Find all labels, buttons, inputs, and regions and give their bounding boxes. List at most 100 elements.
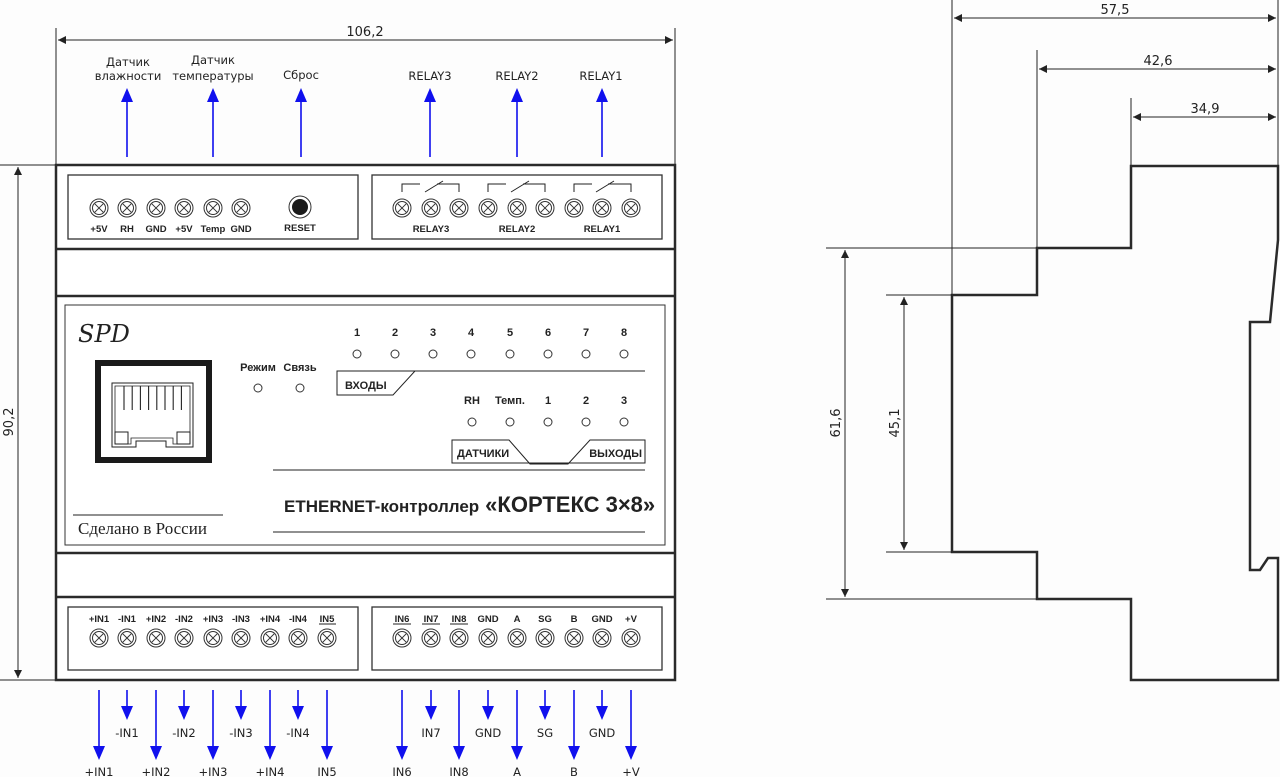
- annotation-temperature-line2: температуры: [172, 69, 253, 83]
- terminal-screw[interactable]: [535, 628, 555, 648]
- dim-height-label: 90,2: [2, 408, 17, 437]
- input-number-label: 8: [621, 327, 627, 339]
- link-label: Связь: [283, 362, 316, 374]
- terminal-label: +IN3: [203, 614, 223, 625]
- input-led: [352, 349, 362, 359]
- dim-width-label: 106,2: [346, 25, 383, 40]
- terminal-screw[interactable]: [449, 198, 469, 218]
- terminal-screw[interactable]: [621, 628, 641, 648]
- outputs-tag: ВЫХОДЫ: [589, 448, 642, 460]
- annotation-label: IN8: [449, 765, 468, 777]
- annotation-label: +V: [622, 765, 640, 777]
- arrow-up-head: [511, 88, 523, 102]
- terminal-screw[interactable]: [117, 628, 137, 648]
- terminal-label: IN8: [452, 614, 467, 625]
- terminal-screw[interactable]: [203, 628, 223, 648]
- terminal-label: SG: [538, 614, 552, 625]
- top-right-terminal-block: [371, 174, 663, 240]
- reset-label: RESET: [284, 223, 316, 234]
- terminal-screw[interactable]: [392, 628, 412, 648]
- terminal-label: +5V: [90, 224, 108, 235]
- terminal-screw[interactable]: [231, 628, 251, 648]
- side-profile: [950, 164, 1280, 682]
- terminal-screw[interactable]: [535, 198, 555, 218]
- input-number-label: 3: [430, 327, 436, 339]
- top-annotations: Датчик влажности Датчик температуры Сбро…: [95, 53, 623, 157]
- terminal-screw[interactable]: [260, 628, 280, 648]
- mode-led: [253, 383, 263, 393]
- terminal-screw[interactable]: [421, 628, 441, 648]
- terminal-screw[interactable]: [592, 628, 612, 648]
- terminal-screw[interactable]: [392, 198, 412, 218]
- terminal-screw[interactable]: [507, 198, 527, 218]
- input-led: [428, 349, 438, 359]
- terminal-screw[interactable]: [478, 198, 498, 218]
- terminal-label: GND: [591, 614, 612, 625]
- product-title-name: «КОРТЕКС 3×8»: [485, 492, 655, 517]
- arrow-down-head: [150, 746, 162, 760]
- spd-logo: SPD: [78, 320, 130, 348]
- arrow-down-head: [625, 746, 637, 760]
- terminal-screw[interactable]: [89, 198, 109, 218]
- annotation-label: IN5: [317, 765, 336, 777]
- annotation-label: -IN3: [229, 726, 252, 740]
- reset-button[interactable]: [288, 195, 312, 219]
- terminal-screw[interactable]: [146, 198, 166, 218]
- dim-depth-mid: 42,6: [1144, 54, 1173, 69]
- terminal-screw[interactable]: [89, 628, 109, 648]
- mode-label: Режим: [240, 362, 276, 374]
- sensor-label: Темп.: [495, 395, 525, 407]
- made-in-russia: Сделано в России: [78, 519, 207, 538]
- terminal-screw[interactable]: [621, 198, 641, 218]
- arrow-down-head: [178, 706, 190, 720]
- annotation-label: GND: [475, 726, 502, 740]
- terminal-label: +IN1: [89, 614, 110, 625]
- annotation-temperature-line1: Датчик: [191, 53, 235, 67]
- arrow-down-head: [511, 746, 523, 760]
- terminal-label: GND: [230, 224, 251, 235]
- relay-label: RELAY3: [413, 224, 450, 235]
- relay-switch-symbol: [510, 180, 546, 193]
- terminal-label: RH: [120, 224, 134, 235]
- dim-height-front: 45,1: [888, 409, 903, 438]
- annotation-label: +IN4: [256, 765, 285, 777]
- input-number-label: 5: [507, 327, 513, 339]
- arrow-up-head: [424, 88, 436, 102]
- output-led: [543, 417, 553, 427]
- terminal-screw[interactable]: [317, 628, 337, 648]
- terminal-screw[interactable]: [231, 198, 251, 218]
- terminal-label: Temp: [201, 224, 226, 235]
- input-number-label: 1: [354, 327, 360, 339]
- annotation-label: +IN3: [199, 765, 228, 777]
- product-title: ETHERNET-контроллер«КОРТЕКС 3×8»: [284, 492, 655, 517]
- terminal-screw[interactable]: [117, 198, 137, 218]
- terminal-screw[interactable]: [174, 628, 194, 648]
- side-view: 57,5 42,6 34,9 61,6 45,1: [826, 0, 1280, 682]
- annotation-label: B: [570, 765, 578, 777]
- arrow-down-head: [264, 746, 276, 760]
- relay-label: RELAY1: [584, 224, 621, 235]
- annotation-label: -IN1: [115, 726, 138, 740]
- terminal-label: -IN4: [289, 614, 308, 625]
- arrow-up-head: [295, 88, 307, 102]
- terminal-screw[interactable]: [592, 198, 612, 218]
- arrow-down-head: [568, 746, 580, 760]
- terminal-screw[interactable]: [203, 198, 223, 218]
- terminal-screw[interactable]: [478, 628, 498, 648]
- terminal-screw[interactable]: [564, 198, 584, 218]
- arrow-up-head: [596, 88, 608, 102]
- ethernet-port[interactable]: [95, 360, 212, 463]
- terminal-screw[interactable]: [564, 628, 584, 648]
- terminal-screw[interactable]: [174, 198, 194, 218]
- terminal-screw[interactable]: [449, 628, 469, 648]
- terminal-screw[interactable]: [146, 628, 166, 648]
- arrow-down-head: [292, 706, 304, 720]
- annotation-relay1: RELAY1: [579, 69, 622, 83]
- terminal-screw[interactable]: [288, 628, 308, 648]
- terminal-screw[interactable]: [507, 628, 527, 648]
- sensors-outputs-tag-frame: [451, 439, 646, 465]
- terminal-label: GND: [477, 614, 498, 625]
- arrow-down-head: [396, 746, 408, 760]
- terminal-screw[interactable]: [421, 198, 441, 218]
